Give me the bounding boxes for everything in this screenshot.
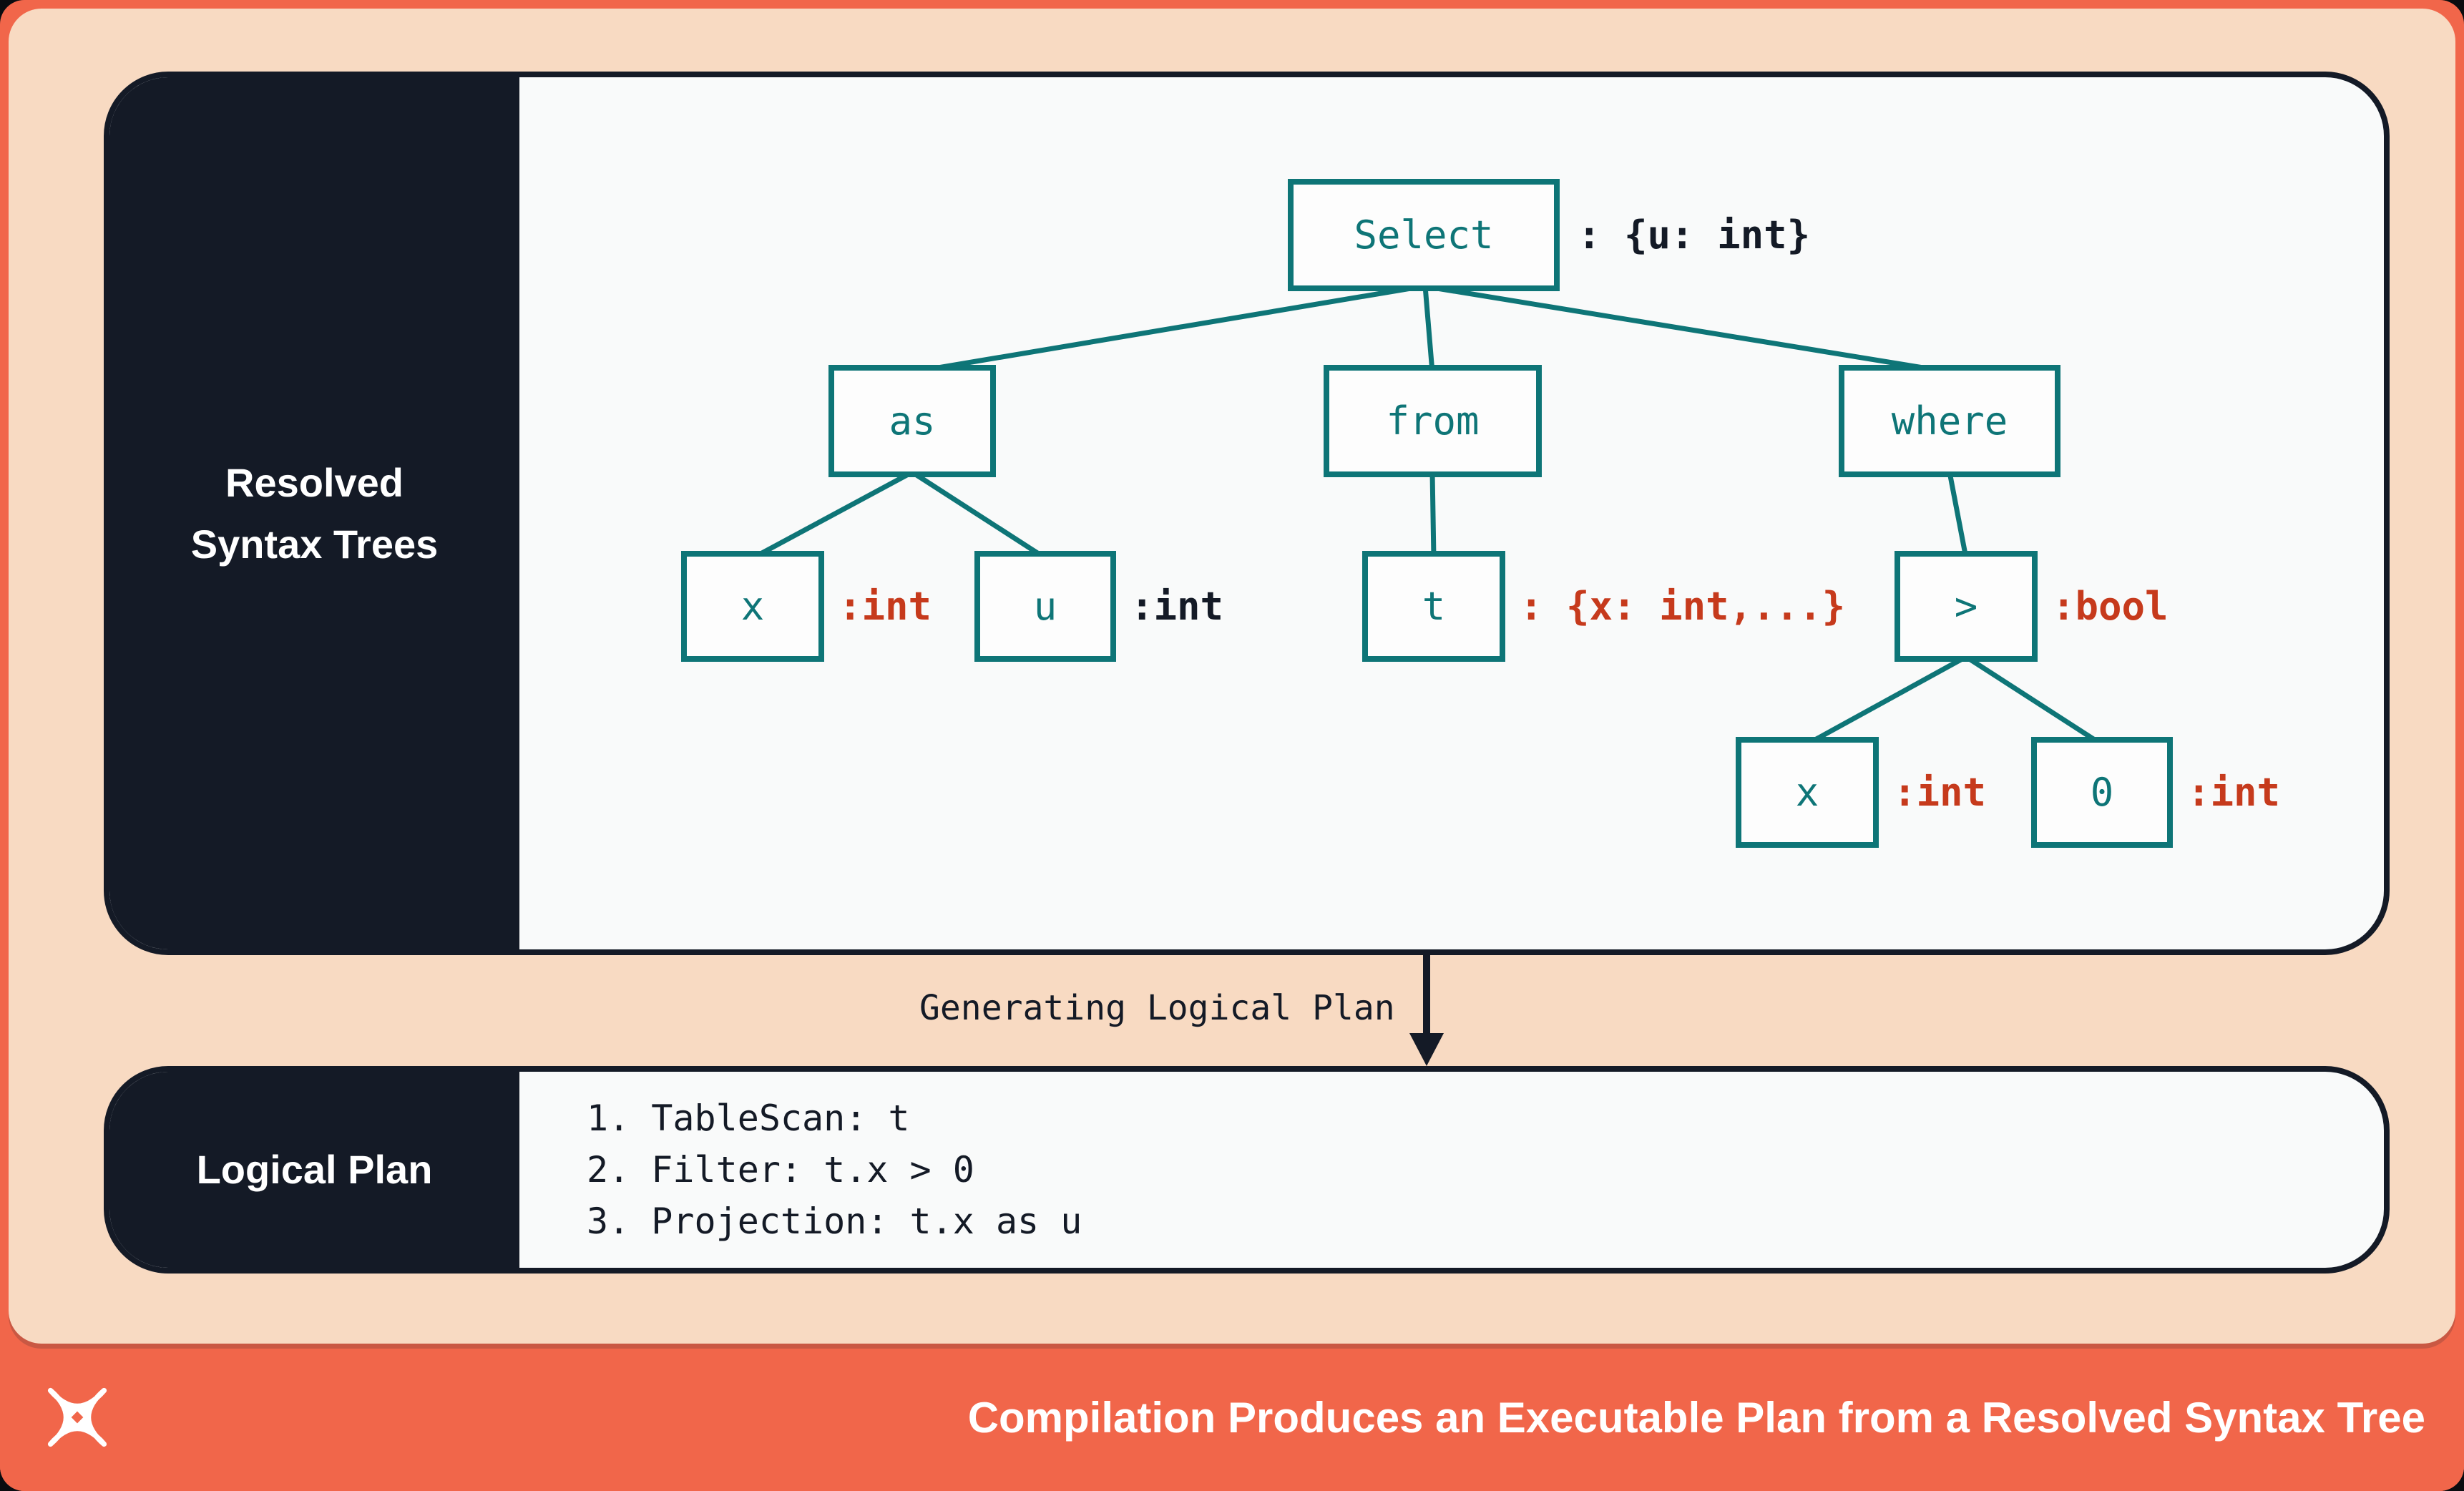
resolved-panel-side: Resolved Syntax Trees xyxy=(109,77,519,949)
four-point-star-logo-icon xyxy=(47,1387,107,1447)
plan-step-2: 2. Filter: t.x > 0 xyxy=(587,1149,974,1191)
type-annotation-select: : {u: int} xyxy=(1578,212,1811,258)
tree-node-t-label: t xyxy=(1422,584,1446,629)
tree-node-u-label: u xyxy=(1033,584,1057,629)
resolved-syntax-trees-panel: Resolved Syntax Trees xyxy=(104,72,2390,955)
tree-node-from-label: from xyxy=(1386,399,1480,444)
logical-plan-title: Logical Plan xyxy=(196,1147,433,1192)
logical-plan-steps: 1. TableScan: t 2. Filter: t.x > 0 3. Pr… xyxy=(587,1072,1082,1268)
tree-node-as-label: as xyxy=(889,399,936,444)
tree-node-gt-label: > xyxy=(1954,584,1978,629)
tree-node-where-label: where xyxy=(1891,399,2008,444)
resolved-panel-title-line1: Resolved xyxy=(225,459,404,505)
type-annotation-gt: :bool xyxy=(2052,584,2169,629)
logical-plan-panel: Logical Plan xyxy=(104,1066,2390,1274)
type-annotation-x-as: :int xyxy=(839,584,932,629)
tree-node-zero-label: 0 xyxy=(2090,770,2114,815)
plan-step-3: 3. Projection: t.x as u xyxy=(587,1201,1082,1242)
footer-bar: Compilation Produces an Executable Plan … xyxy=(0,1344,2464,1491)
tree-node-select: Select xyxy=(1288,179,1560,291)
tree-node-select-label: Select xyxy=(1354,212,1494,258)
tree-node-as: as xyxy=(828,365,996,477)
tree-node-x-as-label: x xyxy=(740,584,765,629)
resolved-panel-title-line2: Syntax Trees xyxy=(190,521,439,567)
tree-node-t: t xyxy=(1362,551,1505,662)
tree-node-u: u xyxy=(974,551,1116,662)
tree-node-where: where xyxy=(1839,365,2060,477)
type-annotation-x-gt: :int xyxy=(1893,770,1987,815)
tree-node-zero: 0 xyxy=(2031,737,2173,848)
type-annotation-zero: :int xyxy=(2187,770,2281,815)
type-annotation-t: : {x: int,...} xyxy=(1520,584,1846,629)
tree-node-x-gt-label: x xyxy=(1795,770,1819,815)
type-annotation-u: :int xyxy=(1130,584,1224,629)
tree-node-x-as: x xyxy=(681,551,824,662)
tree-node-from: from xyxy=(1324,365,1542,477)
logical-plan-side: Logical Plan xyxy=(109,1072,519,1268)
footer-title: Compilation Produces an Executable Plan … xyxy=(967,1393,2425,1442)
plan-step-1: 1. TableScan: t xyxy=(587,1098,910,1139)
tree-node-gt: > xyxy=(1895,551,2038,662)
tree-node-x-gt: x xyxy=(1736,737,1879,848)
transition-label: Generating Logical Plan xyxy=(919,988,1395,1028)
